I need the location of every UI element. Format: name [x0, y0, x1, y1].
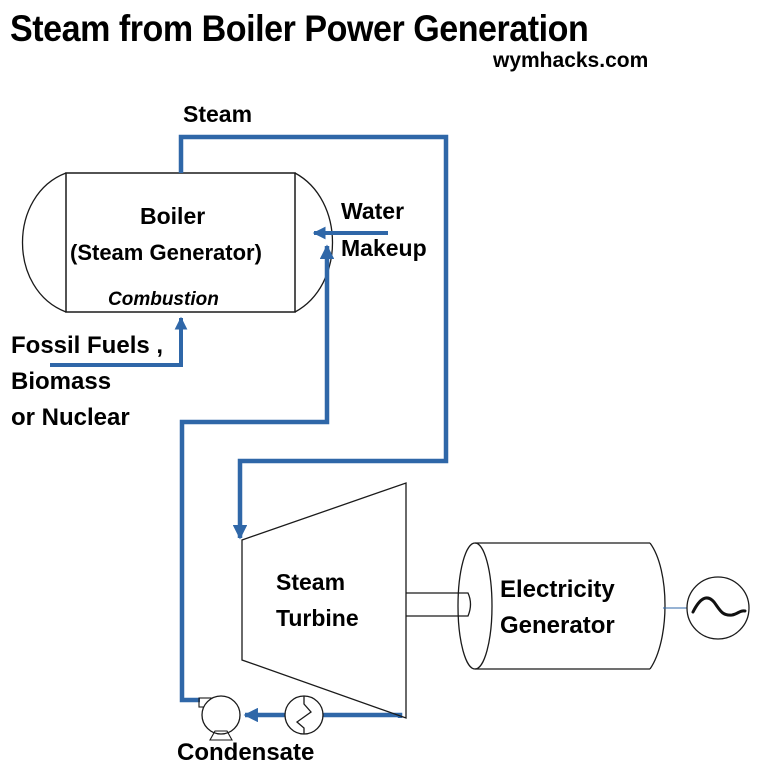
fuel-label-line3: or Nuclear: [11, 404, 130, 431]
steam-turbine: [241, 482, 407, 719]
condensate-label: Condensate: [177, 739, 315, 766]
boiler-subtitle: (Steam Generator): [70, 240, 262, 265]
heat-exchanger-icon: [284, 695, 324, 735]
generator-label-line1: Electricity: [500, 576, 615, 603]
turbine-exhaust-line: [318, 712, 403, 718]
condensate-return-line: [179, 244, 335, 703]
page-title: Steam from Boiler Power Generation: [10, 8, 589, 49]
fuel-input-line: [50, 316, 188, 367]
generator-label-line2: Generator: [500, 612, 615, 639]
boiler-left-cap: [22, 172, 67, 313]
steam-line: [178, 134, 449, 540]
turbine-label-line2: Turbine: [276, 605, 359, 631]
ac-sine-wave-icon: [686, 576, 750, 640]
fuel-label-line2: Biomass: [11, 368, 112, 395]
boiler-right-cap: [294, 172, 333, 313]
water-makeup-label-line2: Makeup: [341, 235, 427, 261]
pump-icon: [198, 695, 241, 741]
electricity-generator: [457, 542, 666, 670]
fuel-label-line1: Fossil Fuels ,: [11, 332, 164, 359]
combustion-label: Combustion: [108, 289, 219, 310]
turbine-label-line1: Steam: [276, 569, 346, 595]
water-makeup-label-line1: Water: [341, 198, 405, 224]
turbine-generator-shaft: [406, 592, 472, 617]
website-label: wymhacks.com: [493, 49, 649, 72]
steam-label: Steam: [183, 101, 253, 127]
boiler-title: Boiler: [140, 203, 206, 229]
